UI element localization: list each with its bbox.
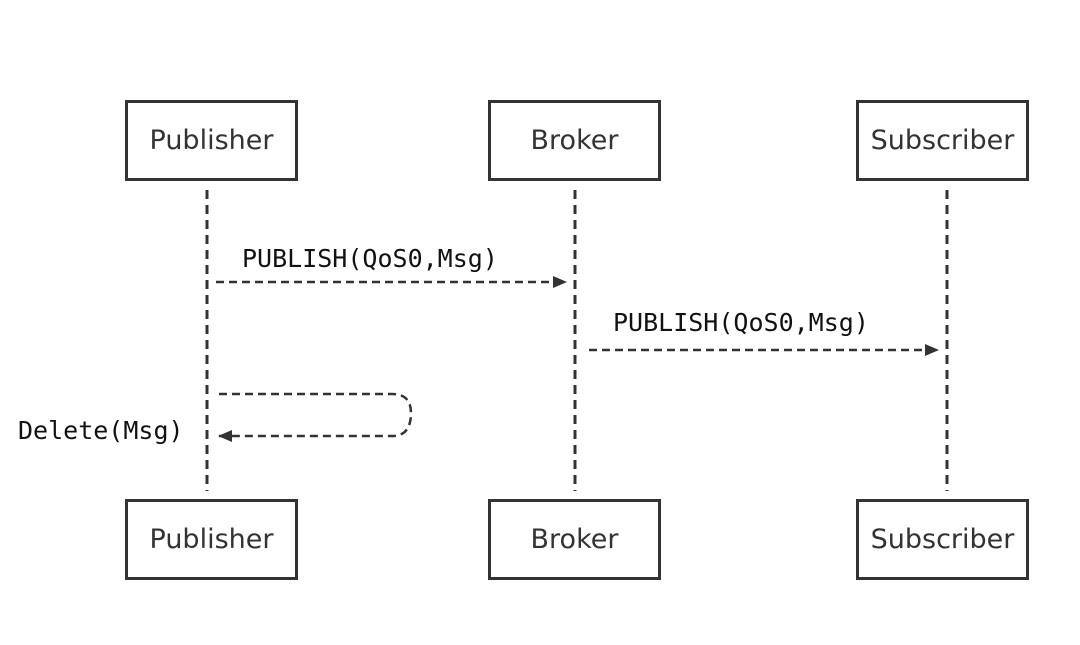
participant-subscriber-label: Subscriber <box>870 524 1015 555</box>
participant-publisher-bottom: Publisher <box>125 499 298 580</box>
participant-publisher-label: Publisher <box>149 125 274 156</box>
participant-subscriber-bottom: Subscriber <box>856 499 1029 580</box>
participant-broker-label: Broker <box>530 524 619 555</box>
participant-publisher-top: Publisher <box>125 100 298 181</box>
message-label-publish-1: PUBLISH(QoS0,Msg) <box>242 244 498 273</box>
self-message-delete-arrow <box>218 392 413 442</box>
participant-subscriber-top: Subscriber <box>856 100 1029 181</box>
participant-subscriber-label: Subscriber <box>870 125 1015 156</box>
message-label-delete: Delete(Msg) <box>18 416 184 445</box>
participant-broker-top: Broker <box>488 100 661 181</box>
participant-broker-bottom: Broker <box>488 499 661 580</box>
participant-publisher-label: Publisher <box>149 524 274 555</box>
message-label-publish-2: PUBLISH(QoS0,Msg) <box>613 308 869 337</box>
participant-broker-label: Broker <box>530 125 619 156</box>
